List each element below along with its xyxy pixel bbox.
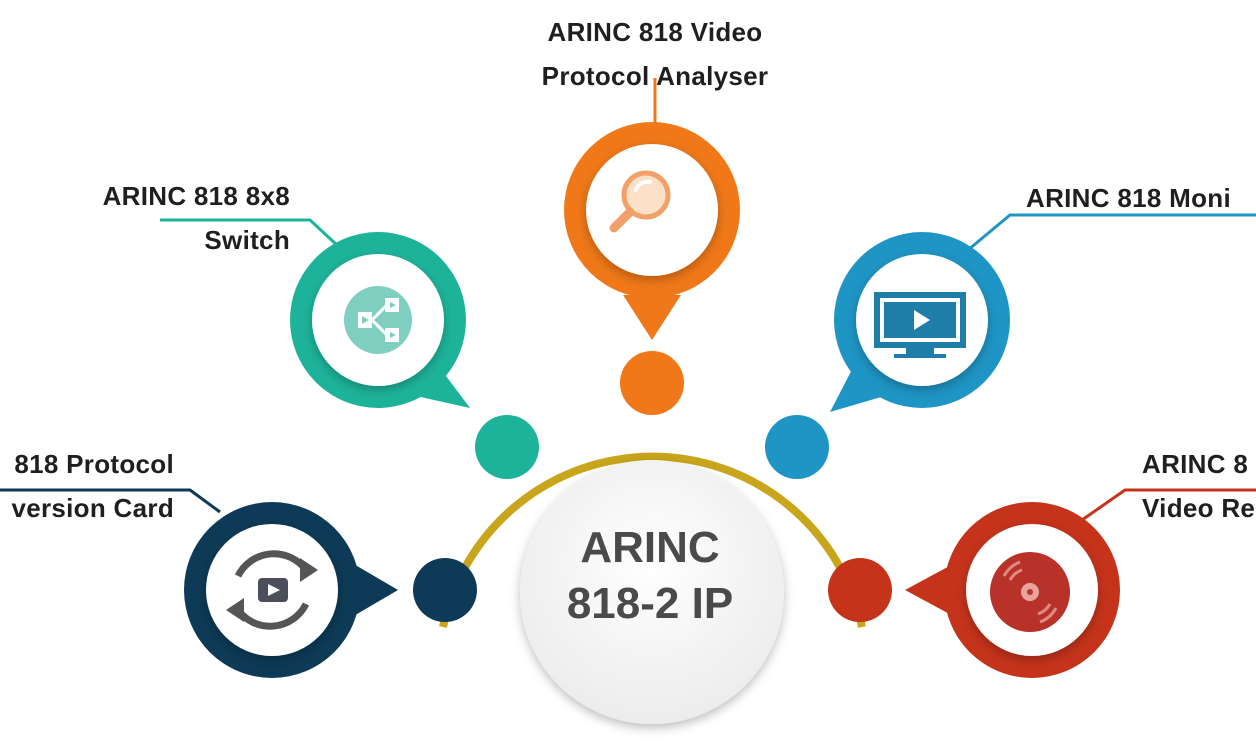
center-title-line1: ARINC (580, 523, 720, 572)
recorder-label-line1: ARINC 8 (1142, 449, 1249, 479)
switch-label-line2: Switch (204, 225, 290, 255)
connection-arc (439, 452, 866, 628)
analyser-dot (620, 351, 684, 415)
analyser-label: ARINC 818 Video Protocol Analyser (0, 10, 1256, 98)
recorder-label-line2: Video Re (1142, 493, 1256, 523)
conversion-bubble (184, 502, 398, 678)
conversion-label: 818 Protocol version Card (0, 442, 174, 530)
conversion-leader-line (0, 488, 221, 514)
monitor-icon (874, 292, 966, 358)
switch-label: ARINC 818 8x8 Switch (60, 174, 290, 262)
magnifier-icon (609, 170, 671, 233)
switch-leader-line (160, 218, 340, 248)
switch-dot (475, 415, 539, 479)
recorder-dot (828, 558, 892, 622)
switch-bubble (290, 232, 470, 408)
monitor-leader-line (967, 213, 1256, 252)
center-title: ARINC 818-2 IP (520, 520, 780, 632)
recorder-leader-line (1081, 488, 1256, 522)
monitor-dot (765, 415, 829, 479)
center-title-line2: 818-2 IP (566, 579, 734, 628)
switch-icon (344, 286, 412, 354)
disc-icon (990, 552, 1070, 632)
recorder-label: ARINC 8 Video Re (1142, 442, 1255, 530)
conversion-label-line2: version Card (11, 493, 174, 523)
conversion-icon (226, 550, 318, 630)
analyser-label-line2: Protocol Analyser (541, 61, 769, 91)
monitor-label: ARINC 818 Moni (1026, 176, 1231, 220)
monitor-label-line1: ARINC 818 Moni (1026, 183, 1232, 213)
analyser-bubble (564, 122, 740, 340)
conversion-label-line1: 818 Protocol (14, 449, 174, 479)
center-circle (520, 460, 784, 724)
recorder-bubble (905, 502, 1120, 678)
analyser-label-line1: ARINC 818 Video (547, 17, 763, 47)
monitor-bubble (830, 232, 1010, 412)
conversion-dot (413, 558, 477, 622)
switch-label-line1: ARINC 818 8x8 (102, 181, 290, 211)
